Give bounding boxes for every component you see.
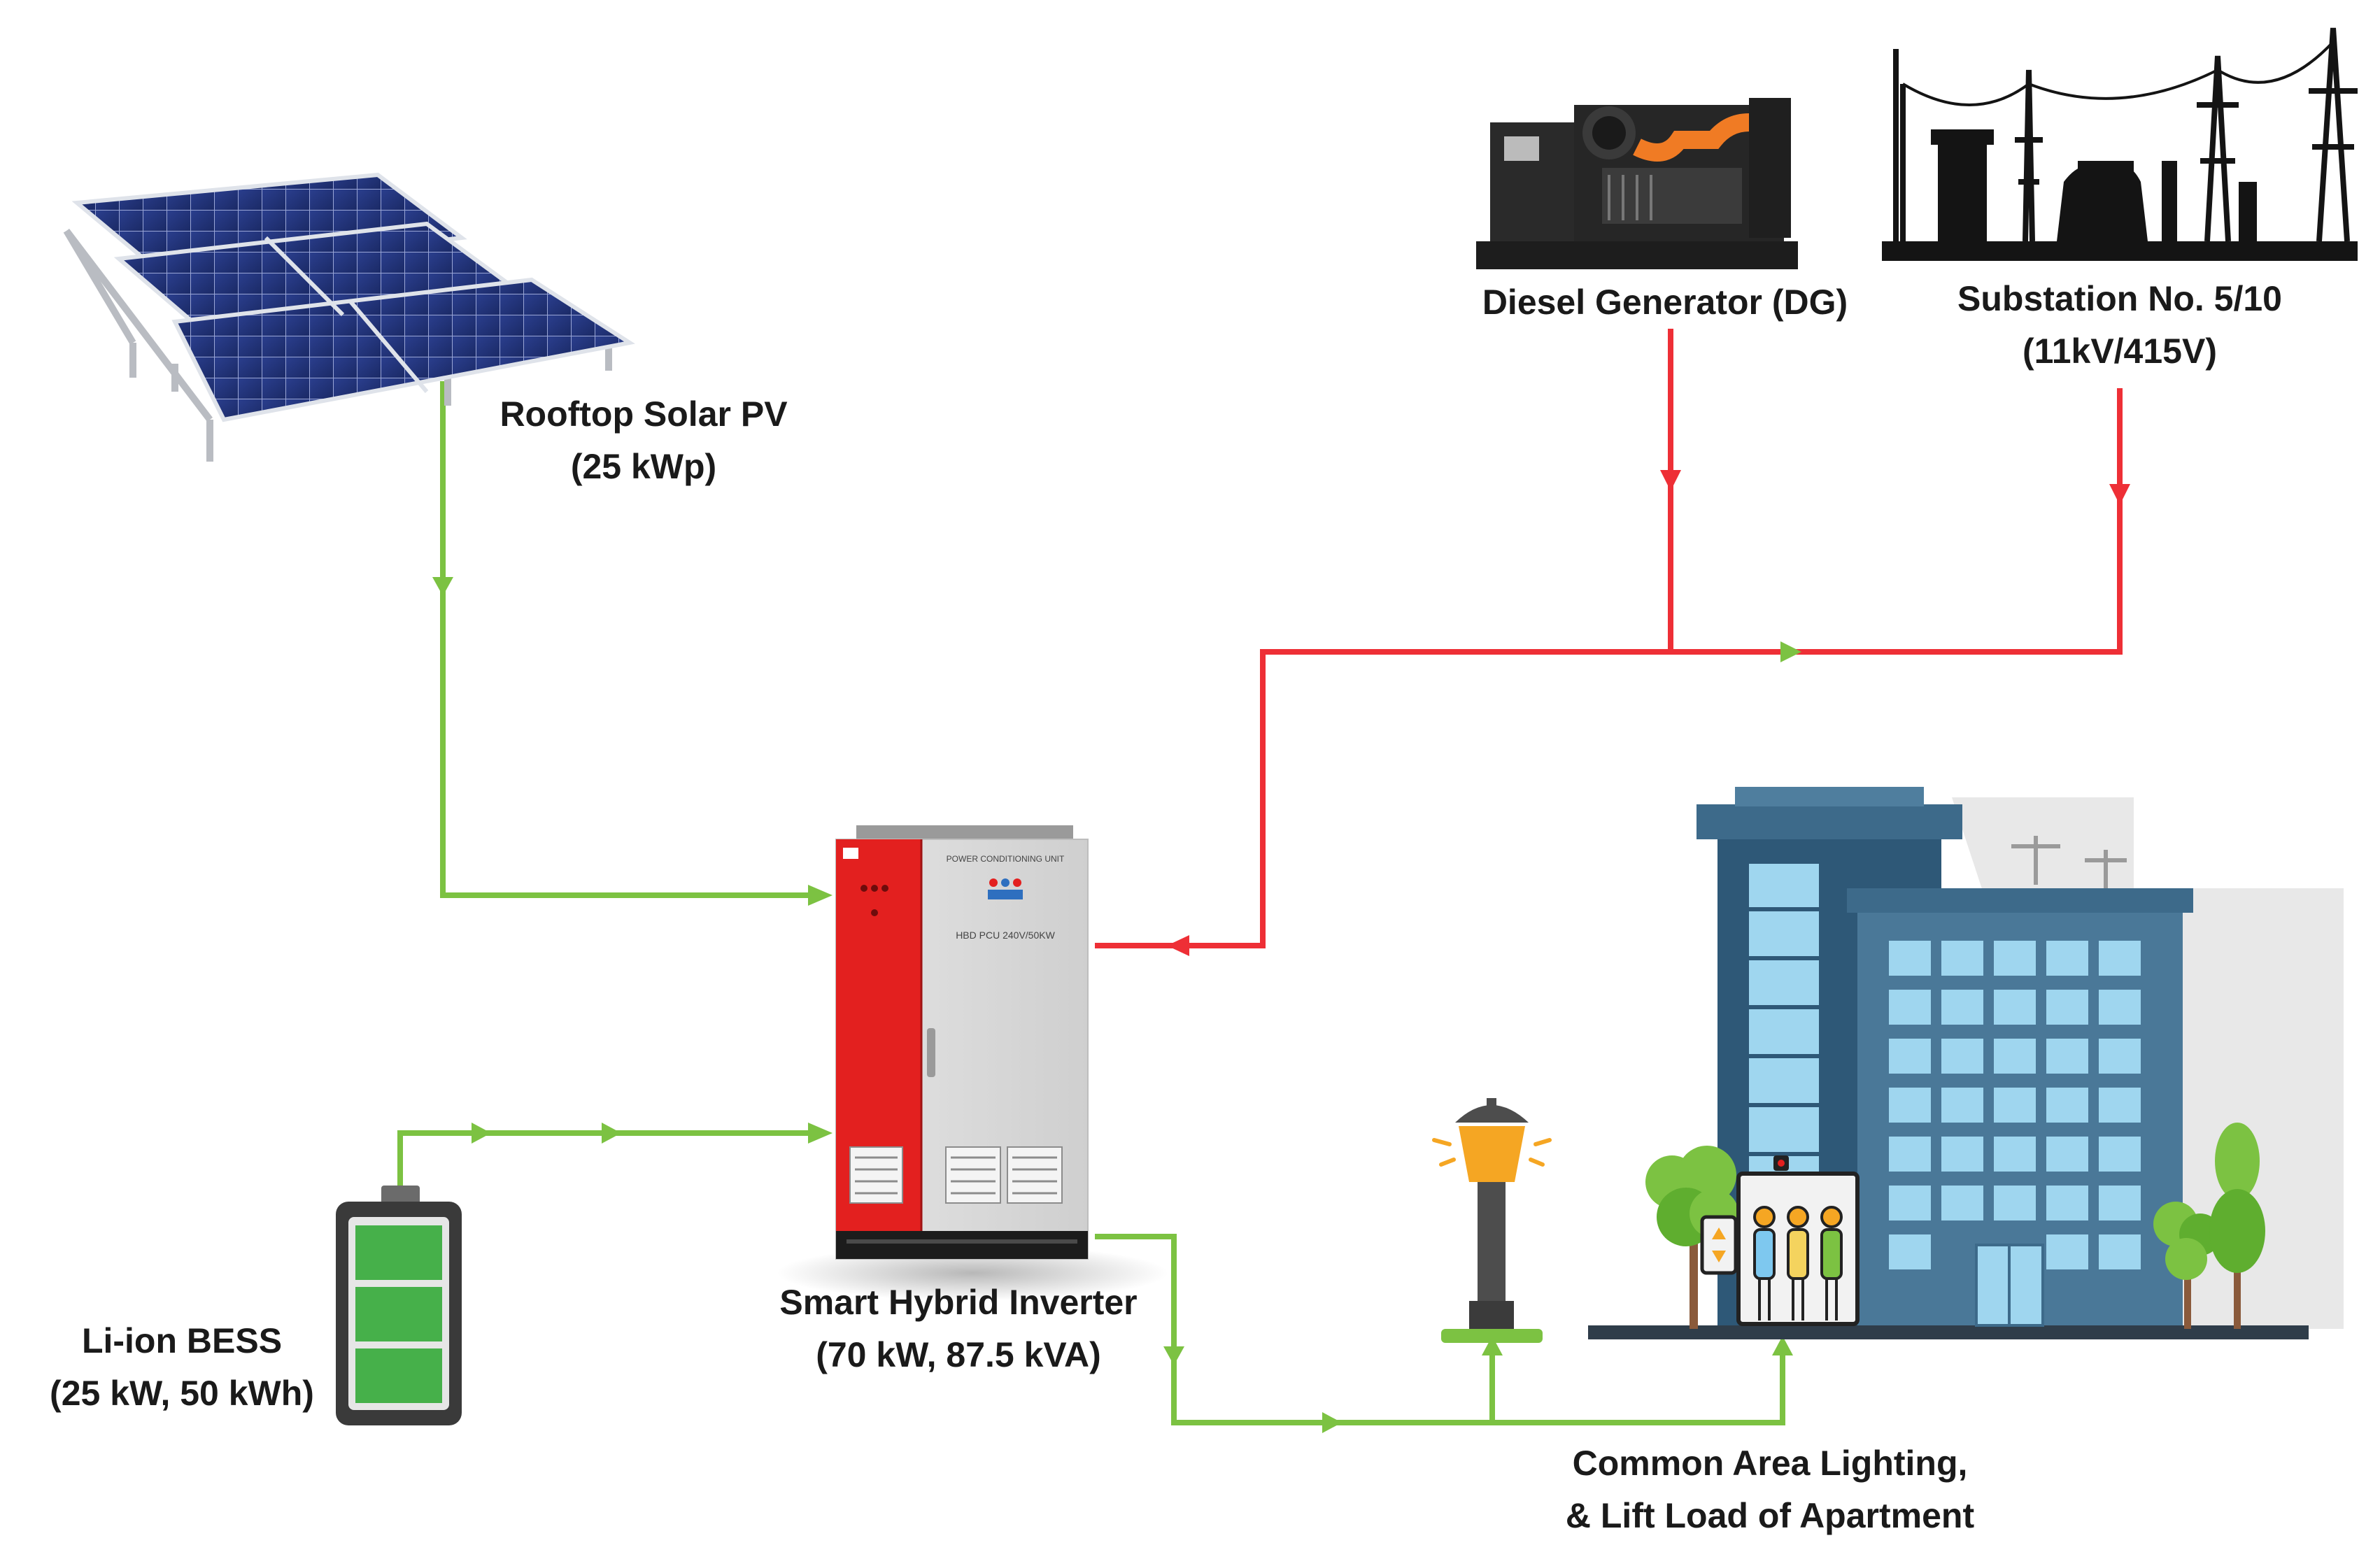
lift-icon bbox=[1700, 1155, 1860, 1326]
arrow-right bbox=[808, 1123, 833, 1144]
arrow-down bbox=[432, 577, 453, 596]
grid-flow-arrows bbox=[1167, 470, 2130, 956]
inverter-indicator-lights bbox=[988, 878, 1023, 899]
substation-title: Substation No. 5/10 bbox=[1957, 279, 2282, 318]
arrow-left bbox=[472, 1123, 491, 1144]
load-title: Common Area Lighting, bbox=[1572, 1444, 1968, 1483]
battery-icon bbox=[336, 1186, 462, 1425]
inverter-rating: (70 kW, 87.5 kVA) bbox=[816, 1335, 1101, 1374]
substation-icon bbox=[1882, 27, 2358, 261]
arrow-up bbox=[1482, 1336, 1503, 1355]
arrow-down bbox=[1660, 470, 1681, 491]
inverter-icon: POWER CONDITIONING UNIT HBD PCU 240V/50K… bbox=[777, 825, 1168, 1301]
solar-pv-label: Rooftop Solar PV (25 kWp) bbox=[413, 388, 874, 493]
inverter-title: Smart Hybrid Inverter bbox=[779, 1283, 1138, 1322]
street-lamp-icon bbox=[1432, 1098, 1552, 1343]
solar-panel-icon bbox=[63, 172, 635, 462]
arrow-right bbox=[1322, 1412, 1342, 1433]
renewable-flow-arrows bbox=[432, 577, 1793, 1433]
inverter-panel-model: HBD PCU 240V/50KW bbox=[956, 930, 1055, 941]
arrow-left bbox=[1167, 935, 1189, 956]
grid-flow-lines bbox=[1095, 329, 2123, 948]
arrow-down bbox=[1163, 1346, 1184, 1365]
solar-pv-rating: (25 kWp) bbox=[570, 447, 717, 486]
arrow-right bbox=[808, 885, 833, 906]
substation-rating: (11kV/415V) bbox=[2023, 332, 2217, 371]
inverter-panel-title: POWER CONDITIONING UNIT bbox=[947, 854, 1065, 864]
bess-rating: (25 kW, 50 kWh) bbox=[50, 1374, 314, 1413]
diesel-generator-label: Diesel Generator (DG) bbox=[1427, 276, 1903, 329]
diesel-generator-icon bbox=[1476, 98, 1798, 269]
arrow-right bbox=[1780, 641, 1801, 662]
load-label: Common Area Lighting, & Lift Load of Apa… bbox=[1490, 1437, 2050, 1542]
substation-label: Substation No. 5/10 (11kV/415V) bbox=[1882, 273, 2358, 378]
battery-to-inverter-line bbox=[397, 1130, 819, 1196]
arrow-right bbox=[602, 1123, 621, 1144]
inverter-vents bbox=[849, 1146, 1063, 1204]
arrow-down bbox=[2109, 484, 2130, 505]
renewable-flow-lines bbox=[397, 381, 1785, 1425]
load-subtitle: & Lift Load of Apartment bbox=[1565, 1496, 1975, 1535]
substation-feed-line bbox=[1095, 388, 2123, 948]
bess-label: Li-ion BESS (25 kW, 50 kWh) bbox=[0, 1315, 364, 1420]
tree-icon bbox=[2153, 1202, 2221, 1329]
bess-title: Li-ion BESS bbox=[81, 1321, 283, 1360]
building-windows bbox=[1889, 941, 2141, 1269]
solar-to-inverter-line bbox=[440, 381, 819, 898]
inverter-label: Smart Hybrid Inverter (70 kW, 87.5 kVA) bbox=[714, 1276, 1203, 1381]
arrow-up bbox=[1772, 1336, 1793, 1355]
inverter-to-load-line bbox=[1095, 1234, 1785, 1425]
tree-icon bbox=[2209, 1123, 2265, 1329]
diesel-generator-title: Diesel Generator (DG) bbox=[1482, 283, 1848, 322]
solar-pv-title: Rooftop Solar PV bbox=[500, 394, 788, 434]
